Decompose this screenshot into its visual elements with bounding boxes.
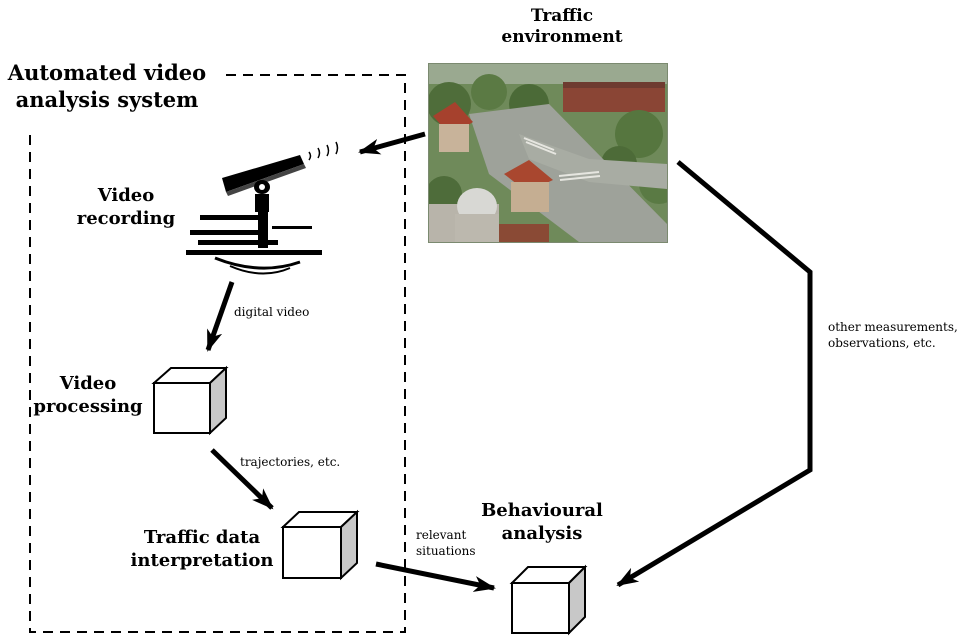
arrow-processing-to-interpretation: [210, 448, 274, 510]
system-title-line1: Automated video: [7, 60, 207, 85]
edge-label-trajectories: trajectories, etc.: [240, 455, 341, 469]
traffic-environment-line2: environment: [501, 27, 623, 48]
traffic-environment-label: Traffic environment: [492, 6, 632, 49]
video-processing-line1: Video: [59, 373, 117, 394]
video-recording-line2: recording: [76, 207, 176, 229]
edge-label-relevant-situations: relevant situations: [416, 528, 475, 559]
behavioural-line1: Behavioural: [481, 500, 603, 521]
arrow-camera-to-processing: [205, 281, 235, 352]
video-recording-label: Video recording: [68, 185, 184, 230]
arrow-photo-to-camera: [358, 131, 426, 155]
traffic-data-line1: Traffic data: [143, 527, 261, 548]
arrow-interpretation-to-behavioural: [375, 561, 496, 592]
edge-label-other-line2: observations, etc.: [828, 335, 936, 350]
video-recording-line1: Video: [97, 185, 155, 206]
cube-icon-traffic-data: [280, 509, 360, 581]
camera-icon: [186, 141, 339, 275]
edge-label-other-measurements: other measurements, observations, etc.: [828, 320, 958, 351]
arrow-photo-to-behavioural: [616, 160, 813, 588]
behavioural-line2: analysis: [501, 522, 583, 544]
video-processing-line2: processing: [33, 395, 143, 417]
system-boundary: [29, 74, 406, 633]
cube-icon-behavioural: [509, 564, 588, 636]
traffic-data-label: Traffic data interpretation: [130, 527, 274, 572]
edge-label-other-line1: other measurements,: [828, 320, 958, 334]
traffic-photo: [428, 63, 668, 243]
traffic-environment-line1: Traffic: [530, 6, 594, 26]
video-processing-label: Video processing: [28, 373, 148, 418]
edge-label-relevant-line1: relevant: [416, 528, 467, 542]
traffic-data-line2: interpretation: [130, 549, 274, 571]
cube-icon-video-processing: [151, 365, 229, 436]
behavioural-label: Behavioural analysis: [480, 500, 604, 545]
edge-label-digital-video: digital video: [234, 305, 310, 319]
edge-label-relevant-line2: situations: [416, 543, 476, 558]
system-title: Automated video analysis system: [4, 60, 210, 114]
system-title-line2: analysis system: [15, 86, 199, 112]
